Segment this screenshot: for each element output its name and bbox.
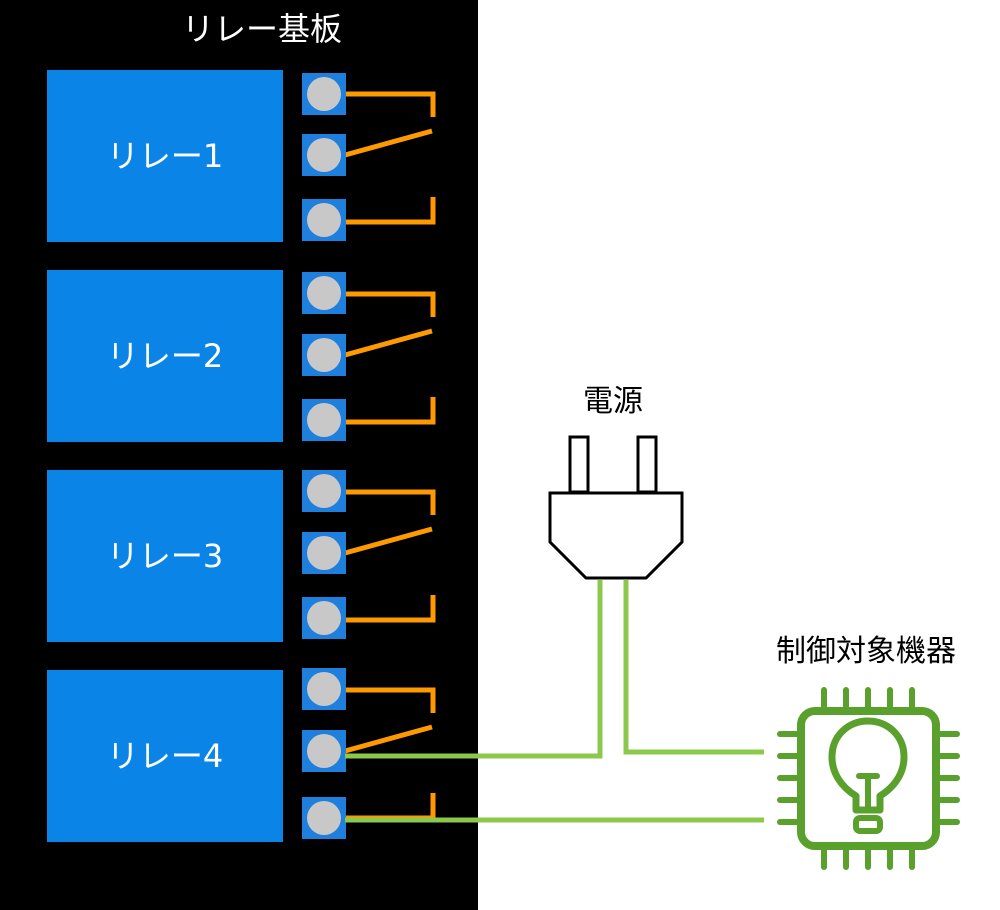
terminal-blocks (302, 73, 346, 839)
contact-nc-2 (345, 291, 436, 317)
lightbulb-chip-icon (777, 687, 960, 870)
wire-power-to-relay4-com (345, 580, 603, 759)
terminal (302, 597, 346, 639)
board-title: リレー基板 (182, 10, 342, 48)
contact-nc-4 (345, 687, 436, 713)
terminal (302, 199, 346, 241)
terminal (302, 532, 346, 574)
wire-power-to-device (623, 580, 764, 755)
contact-arm-2 (344, 328, 433, 358)
terminal (302, 399, 346, 441)
terminal (302, 730, 346, 772)
terminal (302, 334, 346, 376)
relay-module-4: リレー4 (47, 670, 283, 842)
contact-arm-1 (344, 128, 433, 158)
terminal (302, 668, 346, 710)
relay-module-2: リレー2 (47, 270, 283, 442)
contact-nc-3 (345, 489, 436, 515)
contact-nc-1 (345, 91, 436, 117)
relay-label-2: リレー2 (107, 337, 223, 375)
wires (345, 580, 764, 823)
relay-module-1: リレー1 (47, 70, 283, 242)
power-label: 電源 (583, 384, 643, 419)
terminal (302, 272, 346, 314)
relay-label-1: リレー1 (107, 137, 223, 175)
contact-no-3 (345, 595, 436, 623)
terminal (302, 470, 346, 512)
contact-no-2 (345, 397, 436, 425)
terminal (302, 134, 346, 176)
contact-no-1 (345, 197, 436, 225)
terminal (302, 797, 346, 839)
terminal (302, 73, 346, 115)
contact-arm-4 (344, 724, 433, 754)
relay-module-3: リレー3 (47, 470, 283, 642)
device-label: 制御対象機器 (776, 634, 956, 669)
power-plug-icon (548, 435, 684, 580)
relay-label-4: リレー4 (107, 737, 223, 775)
relay-label-3: リレー3 (107, 537, 223, 575)
contact-arm-3 (344, 526, 433, 556)
